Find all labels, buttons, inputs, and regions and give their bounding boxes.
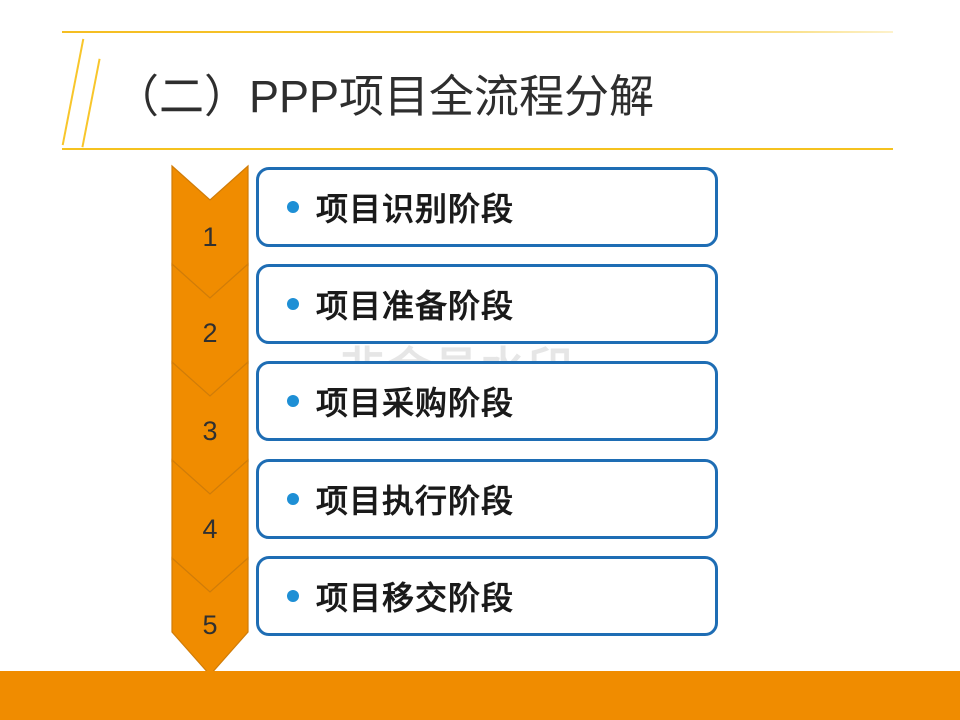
chevron-arrow-column xyxy=(170,160,252,680)
step-box-1[interactable]: 项目识别阶段 xyxy=(256,167,718,247)
chevron-number-3: 3 xyxy=(202,416,218,446)
title-bottom-rule xyxy=(62,148,893,150)
step-box-4[interactable]: 项目执行阶段 xyxy=(256,459,718,539)
bullet-icon xyxy=(287,590,299,602)
step-label-2: 项目准备阶段 xyxy=(316,288,515,324)
chevron-number-4: 4 xyxy=(202,514,218,544)
step-label-4: 项目执行阶段 xyxy=(316,483,515,519)
step-box-5[interactable]: 项目移交阶段 xyxy=(256,556,718,636)
title-top-rule xyxy=(62,31,893,33)
step-box-2[interactable]: 项目准备阶段 xyxy=(256,264,718,344)
bullet-icon xyxy=(287,298,299,310)
footer-accent-bar xyxy=(0,671,960,720)
chevron-arrow-5 xyxy=(171,556,249,676)
step-box-3[interactable]: 项目采购阶段 xyxy=(256,361,718,441)
chevron-number-1: 1 xyxy=(202,222,218,252)
step-label-3: 项目采购阶段 xyxy=(316,385,515,421)
bullet-icon xyxy=(287,395,299,407)
chevron-number-5: 5 xyxy=(202,610,218,640)
bullet-icon xyxy=(287,493,299,505)
page-title: （二）PPP项目全流程分解 xyxy=(114,71,655,122)
chevron-number-2: 2 xyxy=(202,318,218,348)
step-label-5: 项目移交阶段 xyxy=(316,580,515,616)
step-label-1: 项目识别阶段 xyxy=(316,191,515,227)
bullet-icon xyxy=(287,201,299,213)
